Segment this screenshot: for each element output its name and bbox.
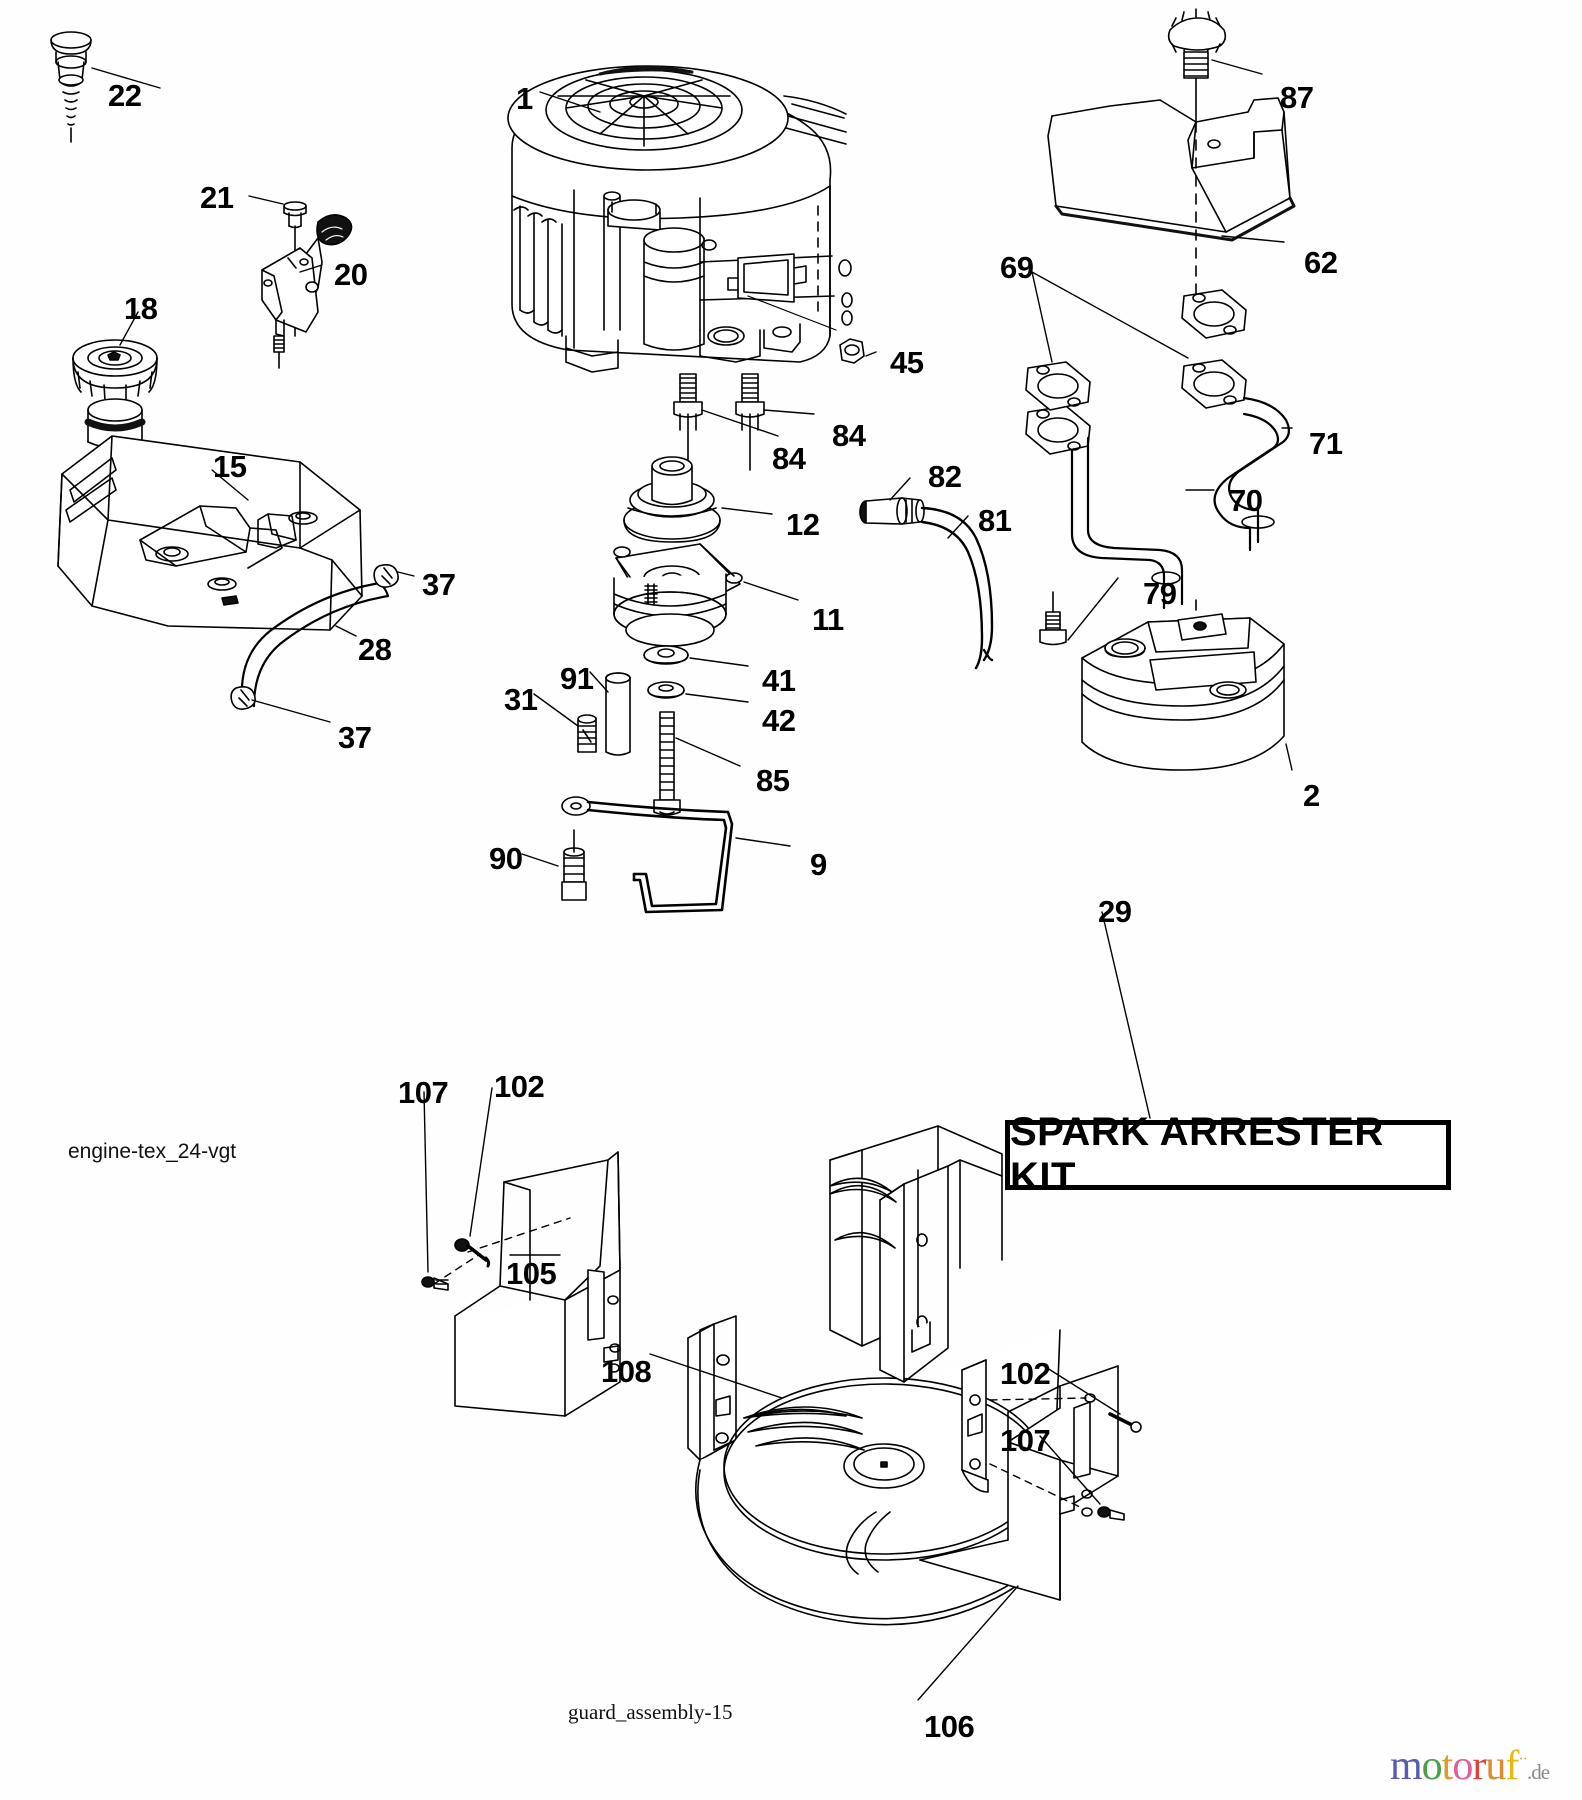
part-69-gasket-c bbox=[1025, 405, 1091, 455]
part-15-fuel-tank bbox=[57, 435, 363, 631]
callout-107-screw-left-guard: 107 bbox=[398, 1075, 449, 1110]
callout-37-hose-clamp-lower: 37 bbox=[338, 720, 372, 755]
part-21-bolt bbox=[283, 201, 307, 337]
part-18-fuel-cap bbox=[72, 339, 158, 449]
watermark-letter-o-3: o bbox=[1452, 1743, 1473, 1789]
callout-28-fuel-hose: 28 bbox=[358, 632, 392, 667]
part-45-nut bbox=[839, 338, 865, 364]
watermark-tld: .de bbox=[1527, 1760, 1550, 1784]
callout-87-knob-screw: 87 bbox=[1280, 80, 1314, 115]
callout-106-right-guard-panel: 106 bbox=[924, 1709, 975, 1744]
callout-11-clutch-assembly: 11 bbox=[812, 602, 844, 637]
part-1-engine bbox=[507, 65, 853, 373]
part-42-washer bbox=[647, 681, 685, 699]
callout-42-washer-lock: 42 bbox=[762, 703, 796, 738]
callout-21-bolt-small: 21 bbox=[200, 180, 234, 215]
part-91-spacer bbox=[605, 672, 631, 756]
watermark-accent-dot: ·· bbox=[1518, 1751, 1528, 1768]
callout-9-clutch-rod: 9 bbox=[810, 847, 827, 882]
part-37-clamp-lower bbox=[230, 686, 256, 710]
callout-70-exhaust-pipe-lower: 70 bbox=[1229, 483, 1263, 518]
callout-102-bolt-right-guard: 102 bbox=[1000, 1356, 1051, 1391]
callout-41-washer-large: 41 bbox=[762, 663, 796, 698]
callout-85-bolt-long: 85 bbox=[756, 763, 790, 798]
callout-62-heat-shield: 62 bbox=[1304, 245, 1338, 280]
callout-82-fuel-filter: 82 bbox=[928, 459, 962, 494]
part-41-washer bbox=[643, 645, 689, 665]
callout-69-exhaust-gaskets: 69 bbox=[1000, 250, 1034, 285]
callout-71-exhaust-pipe-upper: 71 bbox=[1309, 426, 1343, 461]
callout-102-bolt-left-guard: 102 bbox=[494, 1069, 545, 1104]
part-12-engine-pulley bbox=[623, 456, 721, 543]
callout-18-fuel-cap: 18 bbox=[124, 291, 158, 326]
part-71-exhaust-pipe-upper bbox=[1213, 396, 1291, 552]
watermark-letter-r-4: r bbox=[1472, 1743, 1486, 1789]
spark-arrester-kit-box: SPARK ARRESTER KIT bbox=[1005, 1110, 1451, 1199]
part-84-bolt-right bbox=[735, 373, 765, 471]
callout-81-fuel-line: 81 bbox=[978, 503, 1012, 538]
callout-1-engine: 1 bbox=[516, 81, 533, 116]
part-85-long-bolt bbox=[653, 711, 681, 816]
callout-29-spark-arrester-kit: 29 bbox=[1098, 894, 1132, 929]
callout-20-throttle-control-bracket: 20 bbox=[334, 257, 368, 292]
part-2-muffler bbox=[1081, 599, 1285, 771]
callout-91-spacer-sleeve: 91 bbox=[560, 661, 594, 696]
callout-84-bolt-right: 84 bbox=[832, 418, 866, 453]
callout-12-engine-pulley: 12 bbox=[786, 507, 820, 542]
callout-2-muffler: 2 bbox=[1303, 778, 1320, 813]
part-90-socket-bolt bbox=[561, 829, 587, 901]
part-31-spring-bushing bbox=[577, 714, 597, 753]
part-69-gasket-b bbox=[1181, 359, 1247, 409]
watermark-letter-t-2: t bbox=[1441, 1743, 1454, 1789]
watermark-letter-o-1: o bbox=[1421, 1743, 1443, 1789]
callout-108-guard-frame: 108 bbox=[601, 1354, 652, 1389]
watermark-letter-f-6: f bbox=[1505, 1743, 1519, 1789]
part-107-screw-right bbox=[1097, 1506, 1125, 1521]
callout-79-bolt-muffler: 79 bbox=[1143, 576, 1177, 611]
callout-84-bolt-left: 84 bbox=[772, 441, 806, 476]
callout-15-fuel-tank: 15 bbox=[213, 449, 247, 484]
part-102-bolt-left bbox=[454, 1238, 491, 1268]
part-62-heat-shield bbox=[1047, 97, 1296, 321]
engine-diagram-caption: engine-tex_24-vgt bbox=[68, 1140, 237, 1163]
callout-105-left-guard-panel: 105 bbox=[506, 1256, 557, 1291]
callout-45-nut: 45 bbox=[890, 345, 924, 380]
part-102-bolt-right bbox=[1108, 1412, 1142, 1433]
part-69-gasket-d bbox=[1025, 361, 1091, 411]
part-11-clutch-assembly bbox=[613, 543, 743, 647]
part-107-screw-left bbox=[421, 1276, 449, 1291]
callout-107-screw-right-guard: 107 bbox=[1000, 1423, 1051, 1458]
part-69-gasket-a bbox=[1181, 289, 1247, 339]
part-22-plunger-screw bbox=[50, 31, 92, 143]
part-82-fuel-filter bbox=[859, 497, 925, 525]
watermark-letter-u-5: u bbox=[1485, 1743, 1506, 1789]
part-84-bolt-left bbox=[673, 373, 703, 471]
callout-37-hose-clamp-upper: 37 bbox=[422, 567, 456, 602]
part-9-clutch-rod bbox=[561, 796, 734, 914]
part-37-clamp-upper bbox=[373, 564, 399, 588]
part-87-knob-screw bbox=[1167, 8, 1227, 123]
callout-31-spring-bushing: 31 bbox=[504, 682, 538, 717]
motoruf-watermark: motoruf··.de bbox=[1390, 1743, 1550, 1789]
part-106-right-guard bbox=[919, 1365, 1119, 1601]
callout-22-screw-plunger: 22 bbox=[108, 78, 142, 113]
guard-diagram-caption: guard_assembly-15 bbox=[568, 1700, 733, 1724]
spark-arrester-kit-label: SPARK ARRESTER KIT bbox=[1010, 1110, 1384, 1199]
part-79-bolt bbox=[1039, 591, 1067, 646]
callout-90-bolt-socket: 90 bbox=[489, 841, 523, 876]
watermark-letter-m-0: m bbox=[1390, 1743, 1423, 1789]
